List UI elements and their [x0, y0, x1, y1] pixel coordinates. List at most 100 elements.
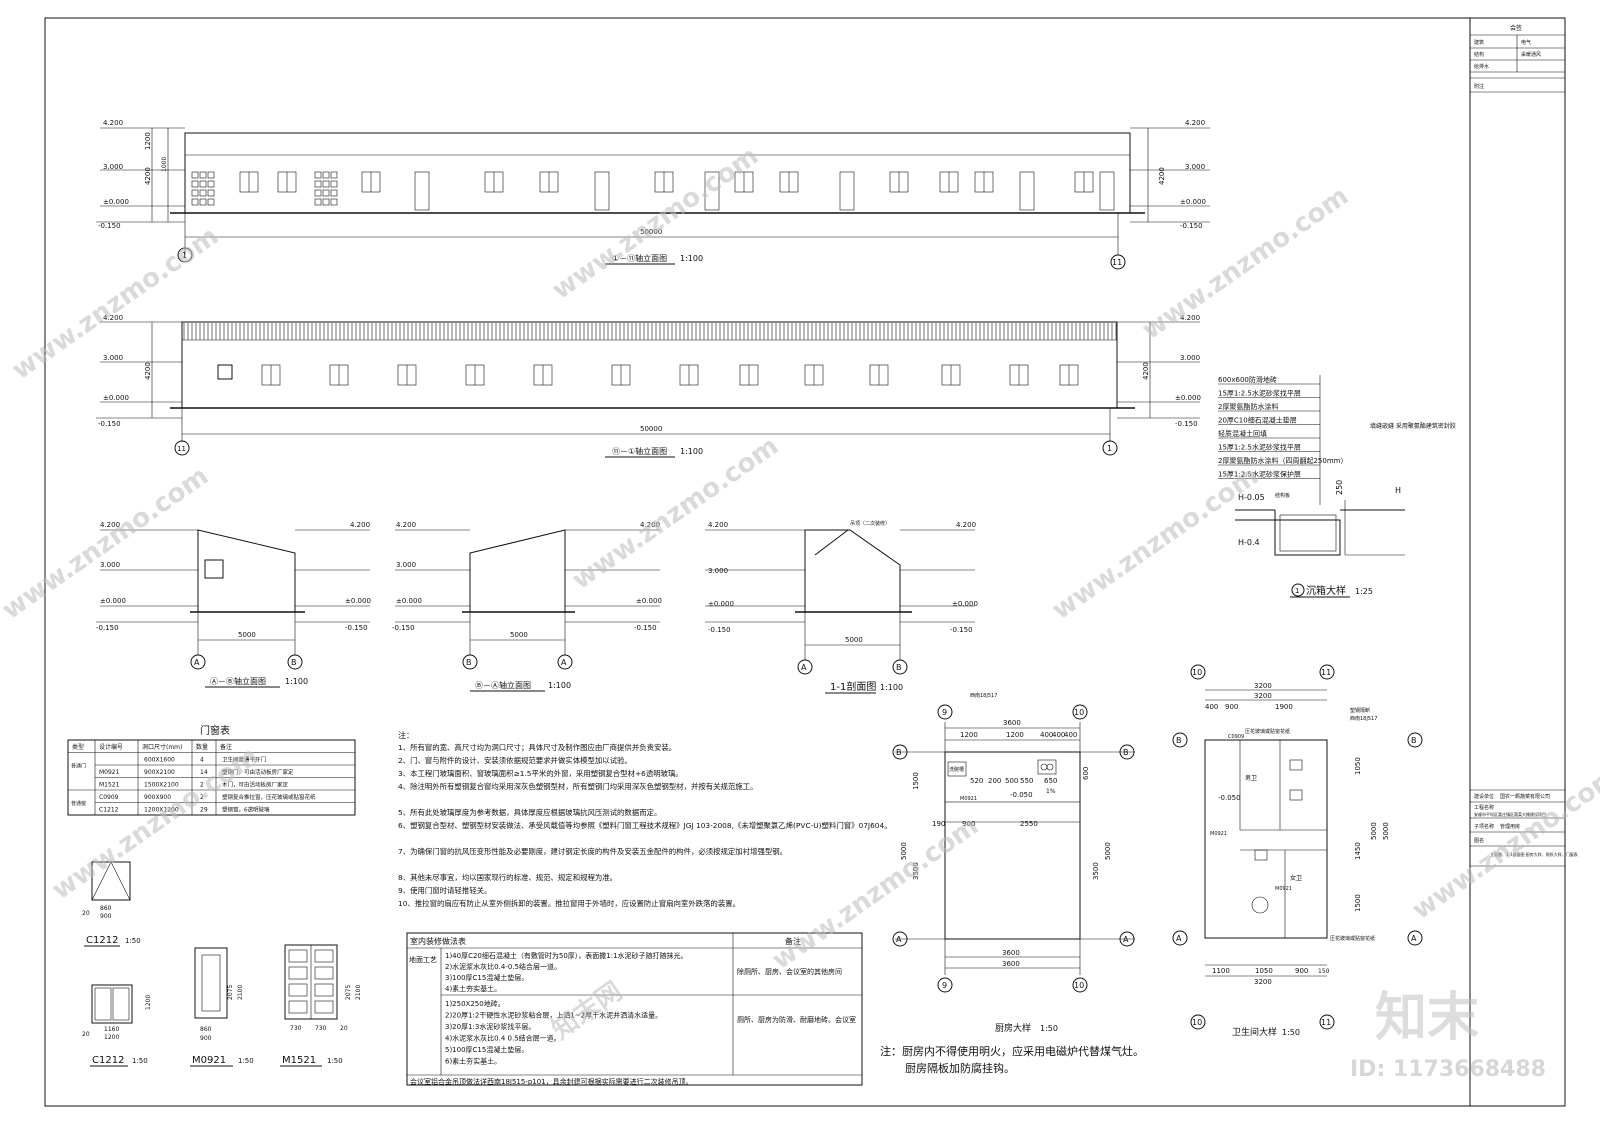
elev1-louvre — [314, 189, 322, 197]
finish-step: 3)100厚C15混凝土垫层。 — [445, 973, 528, 982]
s11-axis-a: A — [801, 663, 807, 672]
toi-dim-1500: 1500 — [1354, 894, 1362, 912]
dw-table-title: 门窗表 — [200, 724, 230, 737]
kit-dim-900: 900 — [962, 820, 975, 828]
c1212a-code: C1212 — [86, 935, 118, 946]
kit-dim-550: 550 — [1020, 777, 1033, 785]
tb-row1-right: 电气 — [1521, 39, 1531, 46]
m0921-dim1: 860 — [200, 1026, 212, 1033]
s11-axis-b: B — [896, 663, 902, 672]
m0921-code: M0921 — [192, 1055, 226, 1066]
elev1-louvre — [191, 180, 199, 188]
elev1-louvre — [330, 180, 338, 188]
drawing-label: 图名 — [1474, 837, 1484, 844]
kit-dim-190: 190 — [932, 820, 945, 828]
m1521-dim3: 20 — [340, 1025, 348, 1032]
dw-row-size: 900X900 — [144, 794, 171, 801]
ba-level-minus: -0.150 — [392, 624, 415, 632]
sink-layer-label: 20厚C10细石混凝土垫层 — [1218, 416, 1297, 425]
m1521-panel — [314, 1000, 334, 1014]
sink-struct: 结构板 — [1275, 492, 1290, 499]
finish-step: 3)20厚1:3水泥砂浆找平层。 — [445, 1022, 535, 1031]
dw-row-qty: 14 — [200, 769, 208, 776]
s11-scale: 1:100 — [880, 683, 903, 692]
kit-dim-1200b: 1200 — [1006, 731, 1024, 739]
elev1-door — [1099, 171, 1115, 211]
toi-ref: 西南18J517 — [1350, 715, 1377, 722]
finish-row1-name: 地面工艺 — [409, 955, 437, 964]
elev1-louvre — [199, 198, 207, 206]
elev1-door — [704, 171, 720, 211]
kit-dim-1500: 1500 — [912, 772, 920, 790]
dw-row-type: 普通窗 — [71, 800, 86, 807]
elev1-louvre — [207, 189, 215, 197]
m1521-scale: 1:50 — [327, 1057, 343, 1065]
elev1-level-0-r: ±0.000 — [1180, 198, 1206, 206]
ba-dim: 5000 — [510, 631, 528, 639]
finish-title: 室内装修做法表 — [410, 936, 466, 946]
toi-dim-3200b: 3200 — [1254, 692, 1272, 700]
tb-row2-left: 结构 — [1474, 51, 1484, 58]
m0921-dim2: 900 — [200, 1035, 212, 1042]
elev1-level-3000: 3.000 — [103, 163, 123, 171]
s11-title: 1-1剖面图 — [830, 680, 876, 693]
kit-axis-10-b: 10 — [1074, 981, 1084, 990]
elev2-level-0-r: ±0.000 — [1175, 394, 1201, 402]
note-item: 5、所有此处玻璃厚度为参考数据，具体厚度应根据玻璃抗风压测试的数据而定。 — [398, 808, 661, 817]
elev2-title: ⑪－①轴立面图 — [612, 446, 667, 456]
toi-axis-10: 10 — [1192, 668, 1202, 677]
kit-axis-10: 10 — [1074, 708, 1084, 717]
m0921-frame — [194, 947, 228, 1019]
elev1-scale: 1:100 — [680, 254, 703, 263]
c1212a-scale: 1:50 — [125, 937, 141, 945]
interior-finish-table: 室内装修做法表 备注 地面工艺 除厕所、厨房、会议室的其他房间 厕所、厨房为防滑… — [406, 932, 863, 1086]
elev1-dim-1000: 1000 — [161, 157, 168, 172]
ab-axis-a: A — [194, 658, 200, 667]
ab-title: Ⓐ－Ⓑ轴立面图 — [210, 676, 266, 686]
dw-header: 洞口尺寸(mm) — [142, 743, 182, 751]
toi-dim-1900: 1900 — [1275, 703, 1293, 711]
elev2-level-0: ±0.000 — [103, 394, 129, 402]
toi-tag: 塑钢隔断 — [1350, 707, 1370, 714]
kit-dim-520: 520 — [970, 777, 983, 785]
sink-number: 1 — [1295, 587, 1299, 595]
note-item: 7、为确保门窗的抗风压变形性能及必要刚度，建讨钢定长度的构件及安装五金配件的构件… — [398, 847, 787, 856]
toi-axis-11: 11 — [1321, 668, 1331, 677]
dw-header: 设计编号 — [99, 743, 123, 751]
m1521-panel — [288, 1000, 308, 1014]
elev1-dim-1200: 1200 — [144, 132, 152, 150]
elev2-outline — [181, 321, 1118, 409]
toi-axis-b-r: B — [1411, 736, 1417, 745]
dw-row-note: 塑钢门，可由活动板房厂家定 — [222, 768, 294, 776]
elev1-outline — [184, 132, 1131, 214]
toi-dim-150: 150 — [1318, 968, 1330, 975]
elev1-door — [839, 171, 855, 211]
elev1-level-minus: -0.150 — [98, 222, 121, 230]
wm-id: ID: 1173668488 — [1350, 1057, 1546, 1082]
dw-row-size: 1200X1200 — [144, 807, 179, 814]
dw-row-note: 卫生间普通平开门 — [222, 756, 266, 764]
kit-dim-1200a: 1200 — [960, 731, 978, 739]
section-1-1: 吊顶（二次装修） 4.200 3.000 ±0.000 -0.150 4.200… — [705, 520, 978, 694]
kit-dim-3600-b2: 3600 — [1002, 960, 1020, 968]
ba-scale: 1:100 — [548, 681, 571, 690]
dw-row-code: M0921 — [99, 769, 120, 776]
toi-title: 卫生间大样 — [1232, 1026, 1277, 1038]
ab-level-0: ±0.000 — [100, 597, 126, 605]
dw-row-size: 600X1600 — [144, 757, 175, 764]
dw-row-type: 普通门 — [71, 763, 86, 770]
ab-window — [204, 559, 224, 579]
toi-axis-a-r: A — [1411, 934, 1417, 943]
toi-dim-3200a: 3200 — [1254, 682, 1272, 690]
m1521-dim2: 730 — [315, 1025, 327, 1032]
toi-note-top: 压花玻璃或贴窗花纸 — [1245, 728, 1290, 735]
elev1-louvre — [199, 189, 207, 197]
ab-scale: 1:100 — [285, 677, 308, 686]
c1212b-dim2: 1200 — [104, 1034, 119, 1041]
elev2-total-dim: 50000 — [640, 425, 662, 433]
elev1-level-0: ±0.000 — [103, 198, 129, 206]
elev2-level-minus: -0.150 — [98, 420, 121, 428]
drawing-name: 立面图、1-1剖面图 厨房大样、厕所大样、门窗表 — [1490, 851, 1578, 857]
s11-dim: 5000 — [845, 636, 863, 644]
toi-note-bot: 压花玻璃或贴窗花纸 — [1330, 935, 1375, 942]
